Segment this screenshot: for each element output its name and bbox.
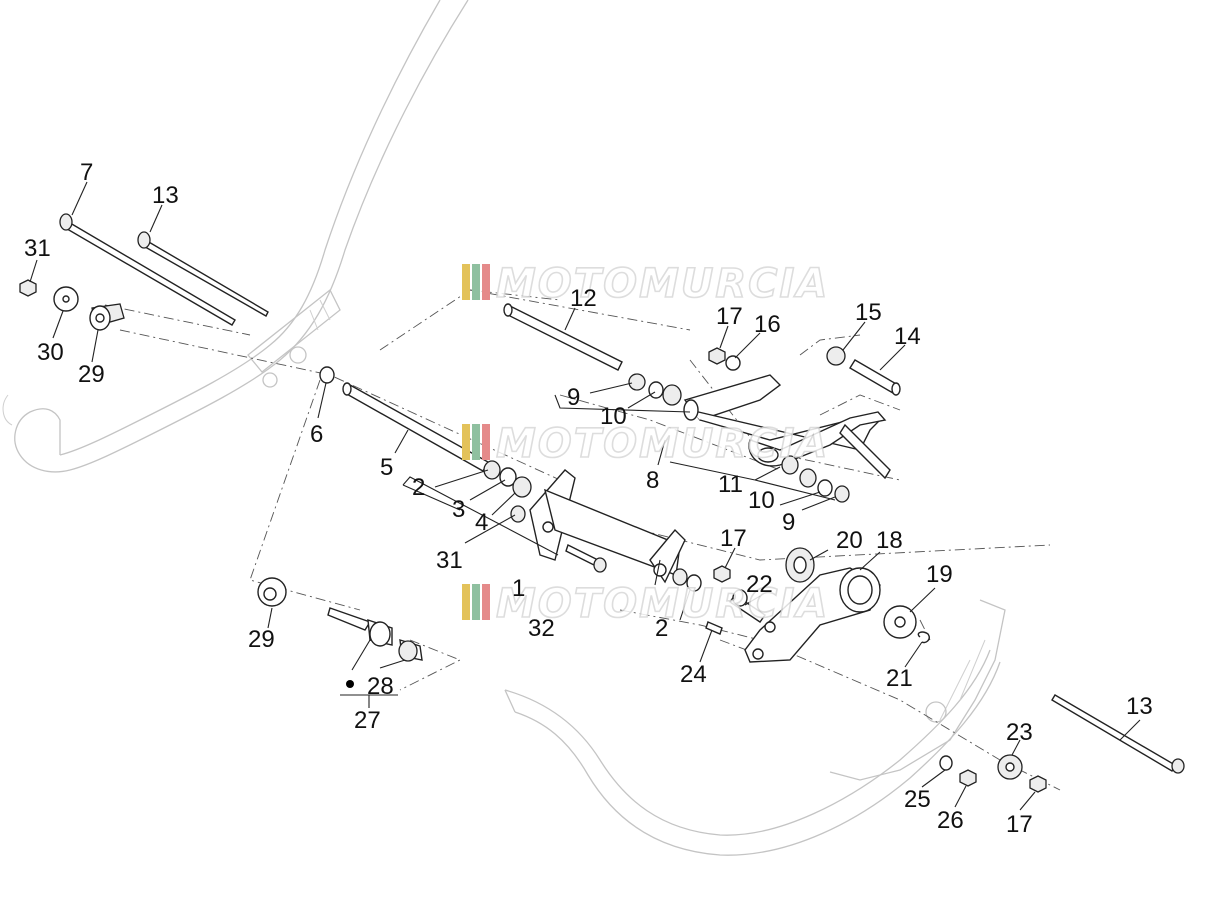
swing-arm-8 xyxy=(683,374,891,480)
callout-17: 17 xyxy=(720,525,747,552)
callout-1: 1 xyxy=(512,575,525,602)
callout-32: 32 xyxy=(528,615,555,642)
nut-31-left xyxy=(19,279,37,297)
watermark-3: MOTOMURCIA xyxy=(462,580,829,628)
damper-20 xyxy=(785,547,815,583)
bolt-13-right xyxy=(1051,694,1185,774)
watermark-stripe xyxy=(472,264,480,300)
callout-10: 10 xyxy=(748,487,775,514)
washer-30 xyxy=(53,286,79,312)
washer-25 xyxy=(939,755,953,771)
callout-29: 29 xyxy=(78,361,105,388)
bushings-2-3-4 xyxy=(483,460,532,523)
pin-28-assembly xyxy=(327,607,423,662)
callout-22: 22 xyxy=(746,571,773,598)
watermark-stripe xyxy=(482,264,490,300)
callout-labels: 7 13 31 30 29 6 5 2 3 4 31 12 17 16 15 1… xyxy=(24,159,1153,838)
bolt-7 xyxy=(59,213,236,326)
pin-12 xyxy=(503,303,623,371)
callout-4: 4 xyxy=(475,509,488,536)
callout-5: 5 xyxy=(380,454,393,481)
washer-23 xyxy=(997,754,1023,780)
frame-left-tube xyxy=(2,0,469,473)
callout-30: 30 xyxy=(37,339,64,366)
assembly-lines xyxy=(104,289,1061,791)
watermark-stripe xyxy=(462,264,470,300)
callout-19: 19 xyxy=(926,561,953,588)
watermark-1: MOTOMURCIA xyxy=(462,260,829,308)
nut-17-top xyxy=(708,347,741,371)
bushing-29-bottom xyxy=(257,577,287,607)
callout-9: 9 xyxy=(782,509,795,536)
watermark-stripe xyxy=(482,424,490,460)
housing-bracket-18 xyxy=(744,567,881,663)
watermark-stripe xyxy=(462,584,470,620)
bushing-15 xyxy=(826,346,846,366)
callout-17: 17 xyxy=(1006,811,1033,838)
callout-8: 8 xyxy=(646,467,659,494)
callout-2: 2 xyxy=(412,474,425,501)
callout-18: 18 xyxy=(876,527,903,554)
callout-25: 25 xyxy=(904,786,931,813)
callout-26: 26 xyxy=(937,807,964,834)
bushing-29-top xyxy=(89,303,125,331)
shaft-22 xyxy=(729,589,766,623)
nut-26 xyxy=(959,769,977,787)
bracket-plate-1 xyxy=(529,469,686,584)
bushings-2-right xyxy=(672,568,702,592)
callout-10: 10 xyxy=(600,403,627,430)
washer-19 xyxy=(883,605,917,639)
note-dot xyxy=(346,680,354,688)
callout-27: 27 xyxy=(354,707,381,734)
bolt-32 xyxy=(565,544,607,573)
callout-3: 3 xyxy=(452,496,465,523)
clip-21 xyxy=(917,631,930,644)
watermark-stripe xyxy=(482,584,490,620)
watermark-stripe xyxy=(462,424,470,460)
watermark-stripe xyxy=(472,584,480,620)
callout-9: 9 xyxy=(567,384,580,411)
spacer-6 xyxy=(319,366,335,384)
pin-5 xyxy=(342,382,489,472)
pin-14 xyxy=(849,359,901,396)
callout-13: 13 xyxy=(1126,693,1153,720)
nut-17-mid xyxy=(713,565,731,583)
leader-lines xyxy=(29,181,1141,811)
callout-23: 23 xyxy=(1006,719,1033,746)
bushings-9-10-top xyxy=(628,373,682,406)
watermark-text: MOTOMURCIA xyxy=(496,581,829,627)
callout-14: 14 xyxy=(894,323,921,350)
watermark-text: MOTOMURCIA xyxy=(496,421,829,467)
nut-17-right xyxy=(1029,775,1047,793)
callout-12: 12 xyxy=(570,285,597,312)
bolt-13-left xyxy=(137,231,269,317)
callout-24: 24 xyxy=(680,661,707,688)
bushings-11-10-9 xyxy=(781,455,850,503)
callout-17: 17 xyxy=(716,303,743,330)
callout-15: 15 xyxy=(855,299,882,326)
callout-6: 6 xyxy=(310,421,323,448)
callout-11: 11 xyxy=(718,471,743,498)
callout-13: 13 xyxy=(152,182,179,209)
callout-28: 28 xyxy=(367,673,394,700)
watermark-2: MOTOMURCIA xyxy=(462,420,829,468)
watermark-text: MOTOMURCIA xyxy=(496,261,829,307)
callout-31: 31 xyxy=(24,235,51,262)
callout-20: 20 xyxy=(836,527,863,554)
watermark-stripe xyxy=(472,424,480,460)
callout-16: 16 xyxy=(754,311,781,338)
callout-31: 31 xyxy=(436,547,463,574)
bolt-24 xyxy=(705,621,723,635)
frame-right-tube xyxy=(504,599,1006,856)
callout-21: 21 xyxy=(886,665,913,692)
callout-2: 2 xyxy=(655,615,668,642)
callout-29: 29 xyxy=(248,626,275,653)
callout-7: 7 xyxy=(80,159,93,186)
